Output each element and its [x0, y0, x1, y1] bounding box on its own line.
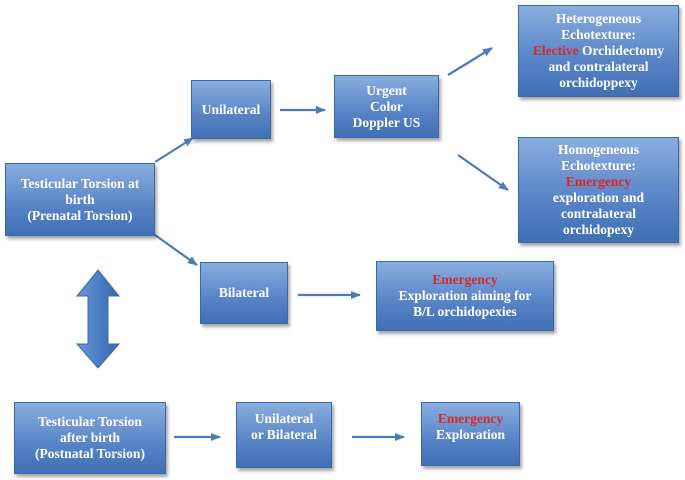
- prenatal-torsion-box: Testicular Torsion at birth (Prenatal To…: [5, 163, 155, 236]
- postnatal-label-line1: Testicular Torsion: [38, 414, 142, 429]
- postnatal-emergency-label: Emergency: [437, 411, 504, 426]
- arrow-prenatal-to-unilateral: [154, 137, 194, 163]
- bilateral-outcome-line3: B/L orchidopexies: [413, 304, 517, 319]
- bilateral-emergency-label: Emergency: [432, 272, 498, 287]
- hetero-line2: Echotexture:: [561, 27, 636, 42]
- doppler-line3: Doppler US: [352, 114, 421, 130]
- uni-or-bi-line1: Unilateral: [254, 411, 314, 426]
- hetero-line4: and contralateral: [548, 59, 649, 74]
- doppler-us-box: Urgent Color Doppler US: [334, 75, 439, 138]
- homogeneous-box: Homogeneous Echotexture: Emergency explo…: [518, 137, 679, 243]
- elective-label: Elective: [532, 43, 579, 58]
- homo-line1: Homogeneous: [558, 142, 639, 157]
- postnatal-label-line2: after birth: [59, 430, 121, 445]
- doppler-line2: Color: [370, 98, 403, 114]
- arrow-doppler-to-homogeneous: [457, 154, 509, 191]
- unilateral-box: Unilateral: [191, 80, 271, 139]
- prenatal-label-line2: birth: [65, 191, 95, 207]
- unilateral-label: Unilateral: [201, 101, 261, 117]
- heterogeneous-box: Heterogeneous Echotexture: Elective Orch…: [518, 5, 679, 97]
- arrow-prenatal-to-bilateral: [154, 234, 198, 266]
- homo-emergency-label: Emergency: [565, 174, 632, 189]
- postnatal-exploration-label: Exploration: [435, 427, 505, 442]
- homo-line4: exploration and: [552, 190, 645, 205]
- postnatal-label-line3: (Postnatal Torsion): [35, 446, 145, 461]
- orchidectomy-label: Orchidectomy: [578, 43, 665, 58]
- homo-line2: Echotexture:: [561, 158, 636, 173]
- hetero-line5: orchidoppexy: [559, 75, 638, 90]
- hetero-line3: Elective Orchidectomy: [533, 43, 664, 59]
- uni-or-bi-line2: or Bilateral: [250, 427, 318, 442]
- homo-line6: orchidopexy: [562, 222, 634, 237]
- bilateral-box: Bilateral: [200, 262, 288, 324]
- hetero-line1: Heterogeneous: [555, 11, 642, 26]
- bilateral-outcome-line2: Exploration aiming for: [398, 288, 532, 303]
- arrow-doppler-to-heterogeneous: [447, 47, 493, 76]
- homo-line5: contralateral: [561, 206, 636, 221]
- uni-or-bilateral-box: Unilateral or Bilateral: [236, 402, 332, 468]
- bilateral-outcome-box: Emergency Exploration aiming for B/L orc…: [376, 261, 554, 331]
- doppler-line1: Urgent: [366, 82, 407, 98]
- double-arrow-icon: [75, 269, 121, 369]
- prenatal-label-line3: (Prenatal Torsion): [27, 207, 133, 223]
- postnatal-torsion-box: Testicular Torsion after birth (Postnata…: [14, 402, 166, 474]
- prenatal-label-line1: Testicular Torsion at: [20, 175, 140, 191]
- postnatal-outcome-box: Emergency Exploration: [421, 402, 520, 466]
- bilateral-label: Bilateral: [218, 285, 270, 300]
